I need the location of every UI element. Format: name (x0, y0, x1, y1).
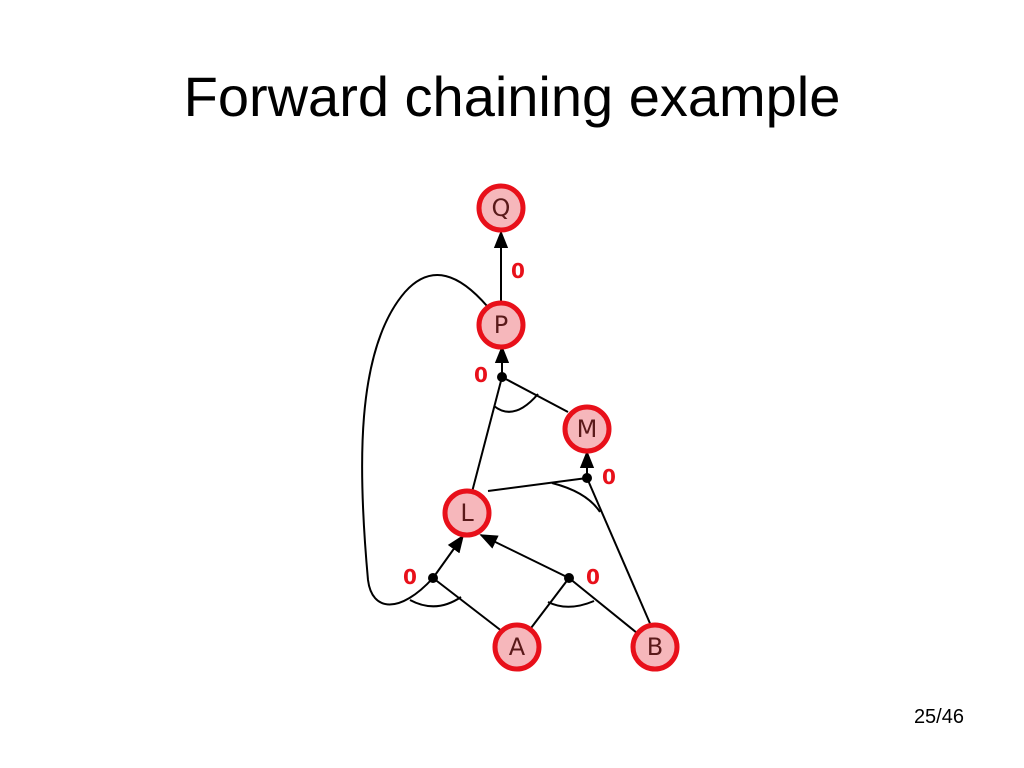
slide-title: Forward chaining example (183, 65, 841, 128)
node-m-label: M (577, 415, 598, 443)
node-l-label: L (460, 499, 474, 527)
edge-and-to-l-right (479, 534, 570, 579)
edge-l-to-and (471, 376, 503, 493)
edge-p-loop-to-and (361, 274, 488, 606)
node-q: Q (476, 183, 526, 233)
and-arc-l-m-to-p (493, 393, 539, 413)
count-label-a-p-to-l: 0 (403, 565, 417, 589)
count-label-b-l-to-m: 0 (602, 465, 616, 489)
node-q-label: Q (492, 194, 511, 222)
edge-m-to-and (501, 376, 569, 413)
node-b-circle (630, 622, 680, 672)
node-p-label: P (494, 311, 508, 339)
node-l: L (442, 488, 492, 538)
edge-b-to-and-l2 (568, 577, 638, 634)
node-l-circle (442, 488, 492, 538)
count-label-l-m-to-p: 0 (474, 363, 488, 387)
rule-a-b-to-l: 0 (479, 534, 638, 634)
node-a: A (492, 622, 542, 672)
node-m-circle (562, 404, 612, 454)
rule-l-m-to-p: 0 (471, 345, 569, 493)
and-arc-b-l-to-m (551, 482, 601, 513)
count-label-p-to-q: 0 (511, 259, 525, 283)
node-b-label: B (647, 633, 663, 661)
node-m: M (562, 404, 612, 454)
and-arc-a-b-to-l (547, 600, 595, 608)
rule-a-p-to-l: 0 (361, 274, 504, 633)
node-p-circle (476, 300, 526, 350)
node-b: B (630, 622, 680, 672)
page-number: 25/46 (913, 706, 964, 728)
count-label-a-b-to-l: 0 (586, 565, 600, 589)
edge-b-to-and-m (586, 477, 653, 629)
edge-and-to-l-left (432, 534, 465, 579)
and-junction-l-m-to-p (497, 372, 507, 382)
and-junction-b-l-to-m (582, 473, 592, 483)
and-junction-a-p-to-l (428, 573, 438, 583)
edge-a-to-and-l (432, 577, 504, 633)
node-a-label: A (509, 633, 526, 661)
rule-p-to-q: 0 (493, 230, 525, 308)
edge-l-to-and-m (487, 477, 588, 492)
node-p: P (476, 300, 526, 350)
edge-a-to-and-l2 (527, 577, 570, 633)
and-junction-a-b-to-l (564, 573, 574, 583)
rule-b-l-to-m: 0 (487, 450, 653, 629)
and-arc-a-p-to-l (409, 596, 462, 608)
node-q-circle (476, 183, 526, 233)
node-a-circle (492, 622, 542, 672)
